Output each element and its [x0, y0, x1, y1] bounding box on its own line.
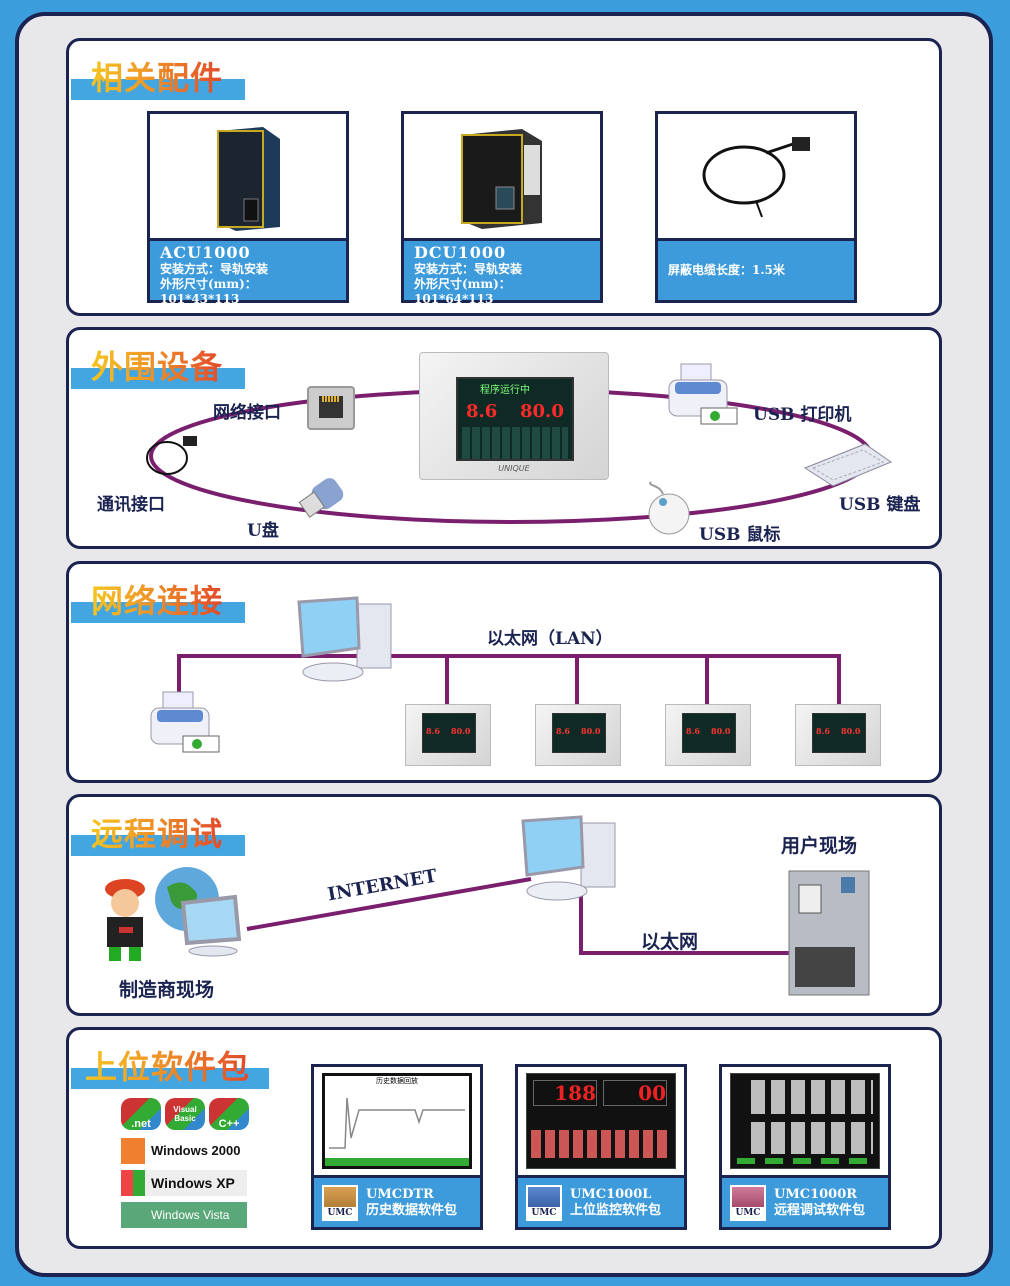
networked-controller: 8.6 80.0 [405, 704, 491, 766]
user-site-label: 用户现场 [781, 835, 858, 857]
usb-printer-label: USB 打印机 [753, 405, 852, 425]
server-pc-icon [521, 815, 616, 901]
device-screen: 程序运行中 8.6 80.0 [456, 377, 574, 461]
umc-badge-icon: UMC [526, 1184, 562, 1221]
umc1000l-card: 188 00 UMC UMC1000L 上位监控软件包 [515, 1064, 687, 1230]
serial-cable-image [702, 136, 810, 217]
cable-card: 屏蔽电缆长度：1.5米 [655, 111, 857, 303]
mouse-icon [648, 481, 690, 535]
monitor-screenshot: 188 00 [526, 1073, 676, 1169]
comm-port-label: 通讯接口 [97, 495, 165, 515]
dotnet-logo: .net [121, 1098, 161, 1130]
visual-basic-logo: Visual Basic [165, 1098, 205, 1130]
dcu1000-module-image [461, 128, 542, 229]
cpp-logo: C++ [209, 1098, 249, 1130]
controller-device: 程序运行中 8.6 80.0 UNIQUE [419, 352, 609, 480]
windows-vista-logo: Windows Vista [121, 1202, 247, 1228]
manufacturer-site-label: 制造商现场 [119, 979, 215, 1001]
test-chamber-icon [788, 870, 870, 996]
umc-badge-icon: UMC [730, 1184, 766, 1221]
rj45-port-icon [307, 386, 355, 430]
keyboard-icon [803, 443, 893, 487]
ethernet-label: 以太网 [641, 931, 699, 953]
controller-screen: 8.6 80.0 [682, 713, 736, 753]
controller-screen: 8.6 80.0 [812, 713, 866, 753]
usb-drive-icon [298, 478, 344, 518]
acu1000-card: ACU1000 安装方式：导轨安装 外形尺寸(mm)：101*43*113 [147, 111, 349, 306]
usb-keyboard-label: USB 键盘 [839, 495, 921, 515]
network-panel: 网络连接 以太网（LAN） 8.6 80.0 8.6 80.0 8.6 80.0… [66, 561, 942, 783]
peripherals-panel: 外围设备 程序运行中 8.6 80.0 UNIQUE 网络接口 通讯接口 U盘 … [66, 327, 942, 549]
networked-controller: 8.6 80.0 [665, 704, 751, 766]
remote-debug-screenshot [730, 1073, 880, 1169]
windows-xp-logo: Windows XP [121, 1170, 247, 1196]
network-printer-icon [150, 691, 220, 753]
history-chart-screenshot: 历史数据回放 [322, 1073, 472, 1169]
windows-2000-logo: Windows 2000 [121, 1138, 247, 1164]
lan-label: 以太网（LAN） [487, 629, 613, 649]
acu1000-module-image [217, 126, 280, 231]
controller-screen: 8.6 80.0 [422, 713, 476, 753]
usb-disk-label: U盘 [247, 521, 279, 541]
umc1000r-card: UMC UMC1000R 远程调试软件包 [719, 1064, 891, 1230]
printer-icon [668, 363, 738, 425]
networked-controller: 8.6 80.0 [795, 704, 881, 766]
umcdtr-card: 历史数据回放 UMC UMCDTR 历史数据软件包 [311, 1064, 483, 1230]
remote-panel: 远程调试 制造商现场 INTERNET 以太网 用户现场 [66, 794, 942, 1016]
globe-monitor-icon [155, 867, 242, 957]
platform-logos: .net Visual Basic C++ Windows 2000 Windo… [121, 1094, 251, 1234]
umc-badge-icon: UMC [322, 1184, 358, 1221]
dcu1000-card: DCU1000 安装方式：导轨安装 外形尺寸(mm)：101*64*113 [401, 111, 603, 306]
controller-screen: 8.6 80.0 [552, 713, 606, 753]
networked-controller: 8.6 80.0 [535, 704, 621, 766]
pc-icon [297, 596, 392, 682]
lan-lines [177, 654, 841, 704]
usb-mouse-label: USB 鼠标 [699, 525, 781, 545]
software-panel: 上位软件包 .net Visual Basic C++ Windows 2000… [66, 1027, 942, 1249]
serial-cable-icon [146, 436, 197, 475]
network-port-label: 网络接口 [213, 403, 281, 423]
remote-lines [246, 877, 789, 955]
accessories-panel: 相关配件 ACU1000 安装方式：导轨安装 外形尺寸(mm)：101*43*1… [66, 38, 942, 316]
technician-icon [105, 879, 145, 961]
